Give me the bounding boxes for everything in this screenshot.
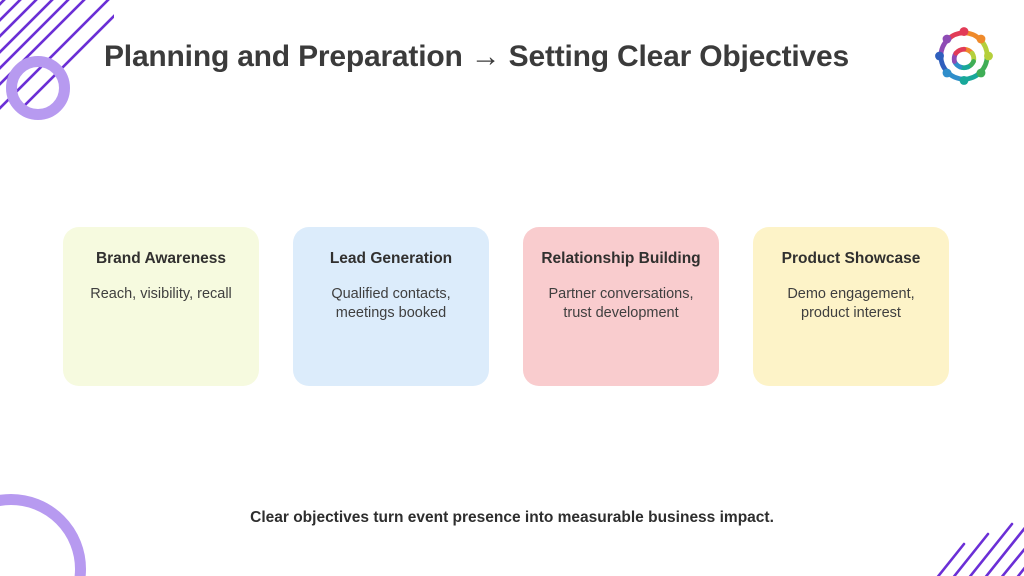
objective-card-relationship-building[interactable]: Relationship Building Partner conversati… bbox=[523, 227, 719, 386]
card-description: Partner conversations, trust development bbox=[548, 285, 694, 322]
slide-header: Planning and Preparation → Setting Clear… bbox=[0, 0, 1024, 120]
footer-note: Clear objectives turn event presence int… bbox=[250, 509, 774, 526]
purple-ring-large-icon bbox=[0, 494, 86, 576]
objective-card-row: Brand Awareness Reach, visibility, recal… bbox=[63, 227, 963, 386]
page-title: Planning and Preparation → Setting Clear… bbox=[104, 40, 849, 73]
rainbow-people-circle-logo bbox=[935, 27, 993, 85]
card-description: Reach, visibility, recall bbox=[90, 285, 232, 302]
diagonal-stripes-icon bbox=[936, 522, 1024, 576]
objective-card-lead-generation[interactable]: Lead Generation Qualified contacts, meet… bbox=[293, 227, 489, 386]
card-title: Product Showcase bbox=[781, 250, 921, 267]
card-title: Lead Generation bbox=[329, 250, 453, 267]
card-description: Demo engagement, product interest bbox=[787, 285, 915, 322]
card-title: Relationship Building bbox=[541, 250, 701, 267]
objective-card-product-showcase[interactable]: Product Showcase Demo engagement, produc… bbox=[753, 227, 949, 386]
card-title: Brand Awareness bbox=[95, 250, 227, 267]
objective-card-brand-awareness[interactable]: Brand Awareness Reach, visibility, recal… bbox=[63, 227, 259, 386]
card-description: Qualified contacts, meetings booked bbox=[331, 285, 451, 322]
